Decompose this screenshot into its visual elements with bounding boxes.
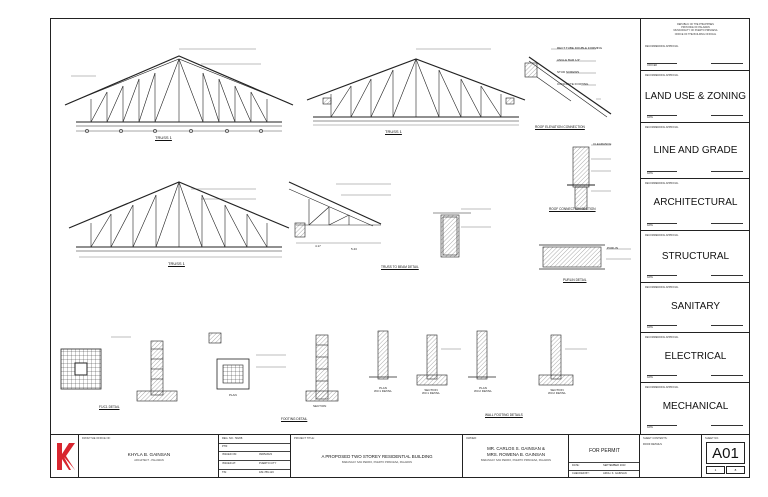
office-cell: FROM THE OFFICE OF: KHYLA B. GAINSAN ARC… (79, 435, 219, 478)
discipline-architectural: RECOMMENDING APPROVAL ARCHITECTURAL DATE (641, 179, 750, 231)
sheet-date: SEPTEMBER 2023 (603, 464, 626, 467)
callout-concrete-footing: CONCRETE FOOTING (557, 82, 589, 86)
dimension-2: 5.43 (351, 247, 357, 251)
approval-panel: REPUBLIC OF THE PHILIPPINES PROVINCE OF … (640, 19, 750, 434)
truss-to-beam-drawing (288, 181, 391, 244)
discipline-land-use: RECOMMENDING APPROVAL LAND USE & ZONING … (641, 71, 750, 123)
truss-1-top-middle (306, 48, 526, 126)
wall-footing-w2-plan (468, 330, 496, 380)
truss-1-title-b: TRUSS 1 (385, 129, 402, 134)
roof-elevation-connection-title: ROOF ELEVATION CONNECTION (535, 125, 585, 129)
sheet-page: 1 (706, 466, 725, 474)
reg-no: REG. NO.: 50208 (222, 437, 243, 440)
logo-icon (57, 443, 75, 470)
registration-cell: REG. NO.: 50208 PTR: ISSUED ON: 09/05/20… (219, 435, 291, 478)
roof-connection-section-title: ROOF CONNECTION SECTION (549, 207, 596, 211)
wall-footing-details-title: WALL FOOTING DETAILS (485, 413, 523, 417)
panel-header-cell: REPUBLIC OF THE PHILIPPINES PROVINCE OF … (641, 19, 750, 71)
drawing-sheet: TRUSS 1 TRUSS 1 TRUSS 1 ROOF ELEVATION C… (50, 18, 750, 478)
sheet-number-cell: SHEET NO. A01 1 8 (702, 435, 749, 478)
wall-footing-w1-plan (369, 330, 397, 380)
truss-1-title-a: TRUSS 1 (155, 135, 172, 140)
truss-1-title-c: TRUSS 1 (168, 261, 185, 266)
owner-label: OWNER: (466, 437, 477, 440)
architect-sub: ARCHITECT - PALAWAN (134, 459, 164, 462)
sheet-contents: ROOF DETAILS (643, 443, 662, 446)
purlin-detail-title: PURLIN DETAIL (563, 278, 587, 282)
column-section-label: SECTION (313, 404, 327, 408)
owner-cell: OWNER: MR. CARLOS S. GAINSAN & MRS. ROWE… (463, 435, 569, 478)
callout-angle-bar: ANGLE BAR 1/4" (557, 58, 581, 62)
logo-cell (51, 435, 79, 478)
discipline-mechanical: RECOMMENDING APPROVAL MECHANICAL DATE (641, 383, 750, 434)
sheet-no-label: SHEET NO. (705, 437, 719, 440)
discipline-line-and-grade: RECOMMENDING APPROVAL LINE AND GRADE DAT… (641, 123, 750, 179)
sheet-contents-label: SHEET CONTENTS: (643, 437, 668, 440)
purlin-drawing (539, 244, 631, 270)
project-title-cell: PROJECT TITLE: A PROPOSED TWO STOREY RES… (291, 435, 463, 478)
footing-plan-drawing (60, 336, 178, 402)
column-tie-symbol (208, 332, 222, 344)
owner-line-2: MRS. ROWENA B. GAINSAN (486, 452, 546, 457)
truss-1-mid-left (68, 181, 290, 258)
panel-top-head: RECOMMENDING APPROVAL (645, 45, 679, 48)
title-block: FROM THE OFFICE OF: KHYLA B. GAINSAN ARC… (51, 434, 749, 478)
permit-cell: FOR PERMIT DATE: SEPTEMBER 2023 CHECKED … (569, 435, 640, 478)
owner-address: BARANGAY SAN PEDRO, PUERTO PRINCESA, PAL… (480, 459, 552, 462)
callout-stud-screws: STUD SCREWS (557, 70, 580, 74)
footing-detail-title: F1/C1 DETAIL (99, 405, 120, 409)
permit-status: FOR PERMIT (589, 448, 620, 454)
project-title: A PROPOSED TWO STOREY RESIDENTIAL BUILDI… (321, 454, 433, 459)
owner-line-1: MR. CARLOS S. GAINSAN & (487, 446, 545, 451)
roof-elevation-connection-drawing (524, 48, 612, 118)
callout-clearance: CLEARANCE (593, 142, 612, 146)
column-section-drawing (305, 334, 339, 402)
callout-purlin: PURLIN (607, 246, 619, 250)
checked-by: ARCH. K. GAINSAN (603, 472, 627, 475)
discipline-structural: RECOMMENDING APPROVAL STRUCTURAL DATE (641, 231, 750, 283)
sheet-contents-cell: SHEET CONTENTS: ROOF DETAILS (640, 435, 702, 478)
truss-to-beam-title: TRUSS TO BEAM DETAIL (381, 265, 419, 269)
roof-connection-section-drawing (567, 144, 611, 210)
project-label: PROJECT TITLE: (294, 437, 315, 440)
office-label: FROM THE OFFICE OF: (82, 437, 111, 440)
beam-section-drawing (433, 208, 491, 258)
sheet-number: A01 (706, 442, 745, 464)
sheet-total: 8 (726, 466, 745, 474)
column-detail-title: FOOTING DETAIL (281, 417, 308, 421)
panel-header-lines: REPUBLIC OF THE PHILIPPINES PROVINCE OF … (673, 23, 718, 36)
footing-plan-label: PLAN (229, 393, 237, 397)
truss-1-top-left (64, 48, 294, 133)
footing-section-drawing (216, 354, 286, 390)
callout-rect-tube: RECT TUBE DOUBLE FORMING (557, 46, 603, 50)
wall-footing-w1-section (416, 334, 461, 386)
drawing-linework (60, 48, 631, 402)
discipline-electrical: RECOMMENDING APPROVAL ELECTRICAL DATE (641, 333, 750, 383)
dimension-1: 4.17 (315, 244, 321, 248)
drawing-area: TRUSS 1 TRUSS 1 TRUSS 1 ROOF ELEVATION C… (51, 19, 640, 434)
project-location: BARANGAY SAN PEDRO, PUERTO PRINCESA, PAL… (341, 461, 413, 464)
architect-name: KHYLA B. GAINSAN (127, 452, 171, 457)
wall-footing-w2-section (538, 334, 587, 386)
discipline-sanitary: RECOMMENDING APPROVAL SANITARY DATE (641, 283, 750, 333)
